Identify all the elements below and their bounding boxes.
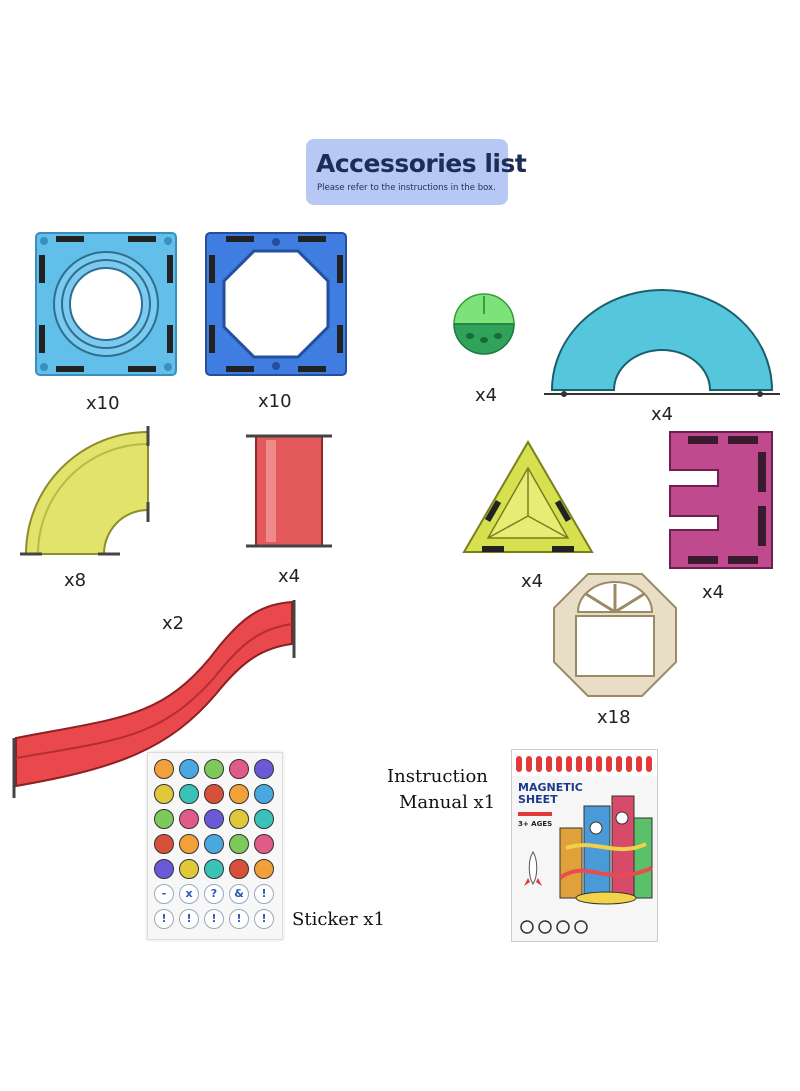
triangle-qty: x4 — [521, 571, 544, 592]
sticker — [229, 759, 249, 779]
sticker — [179, 834, 199, 854]
curved-track-qty: x8 — [64, 570, 87, 591]
triangle-piece — [462, 440, 594, 553]
sticker: - — [154, 884, 174, 904]
sticker — [154, 859, 174, 879]
sticker — [229, 809, 249, 829]
octagon-window-square-qty: x10 — [258, 391, 292, 412]
sticker: ! — [254, 909, 274, 929]
rocket-icon — [524, 851, 542, 886]
sticker — [154, 834, 174, 854]
sticker — [204, 784, 224, 804]
manual-red-bar — [518, 812, 552, 816]
curved-track-piece — [20, 426, 150, 556]
sticker — [229, 859, 249, 879]
sticker — [179, 809, 199, 829]
wave-slide-qty: x2 — [162, 613, 185, 634]
feature-icons — [520, 920, 588, 934]
octagon-window-frame-qty: x18 — [597, 707, 631, 728]
sticker — [204, 859, 224, 879]
sticker-sheet: -x?&!!!!!! — [147, 752, 283, 940]
sticker — [204, 809, 224, 829]
straight-tube-qty: x4 — [278, 566, 301, 587]
wave-slide-piece — [12, 600, 296, 798]
page-subtitle: Please refer to the instructions in the … — [317, 183, 496, 193]
manual-title-line-2: SHEET — [518, 793, 558, 806]
arch-track-qty: x4 — [651, 404, 674, 425]
manual-title: MAGNETIC SHEET — [518, 782, 583, 806]
sticker — [229, 784, 249, 804]
instruction-manual: MAGNETIC SHEET 3+ AGES — [511, 749, 658, 942]
octagon-window-square-piece — [205, 232, 347, 376]
ball-piece — [453, 293, 515, 355]
sticker — [179, 784, 199, 804]
sticker — [154, 809, 174, 829]
sticker: ? — [204, 884, 224, 904]
ball-qty: x4 — [475, 385, 498, 406]
octagon-window-frame-piece — [553, 573, 677, 697]
accessories-header: Accessories list Please refer to the ins… — [306, 139, 527, 205]
circle-window-square-qty: x10 — [86, 393, 120, 414]
page-title: Accessories list — [316, 149, 527, 178]
sticker — [254, 809, 274, 829]
manual-title-line-1: MAGNETIC — [518, 781, 583, 794]
sticker: ! — [204, 909, 224, 929]
sticker — [254, 859, 274, 879]
sticker: & — [229, 884, 249, 904]
sticker: ! — [254, 884, 274, 904]
sticker: ! — [229, 909, 249, 929]
sticker — [154, 784, 174, 804]
sticker — [254, 784, 274, 804]
e-frame-piece — [669, 431, 773, 569]
sticker: ! — [154, 909, 174, 929]
manual-castle-illustration — [558, 795, 653, 905]
circle-window-square-piece — [35, 232, 177, 376]
sticker — [179, 859, 199, 879]
e-frame-qty: x4 — [702, 582, 725, 603]
sticker — [254, 834, 274, 854]
sticker — [229, 834, 249, 854]
manual-top-stripe — [512, 750, 657, 776]
manual-age: 3+ AGES — [518, 820, 553, 828]
sticker — [204, 759, 224, 779]
sticker — [179, 759, 199, 779]
manual-label-line-1: Instruction — [387, 766, 488, 787]
sticker-label: Sticker x1 — [292, 909, 385, 930]
sticker: x — [179, 884, 199, 904]
sticker: ! — [179, 909, 199, 929]
straight-tube-piece — [246, 434, 332, 548]
sticker — [154, 759, 174, 779]
sticker — [204, 834, 224, 854]
sticker — [254, 759, 274, 779]
manual-label-line-2: Manual x1 — [399, 792, 496, 813]
arch-track-piece — [544, 289, 780, 397]
